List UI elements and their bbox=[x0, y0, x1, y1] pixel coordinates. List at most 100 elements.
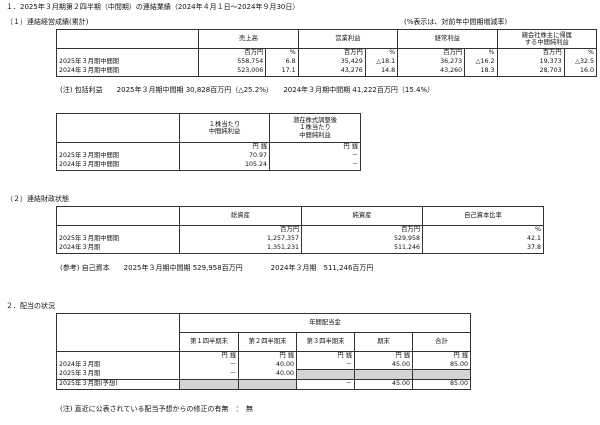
cell-total-shaded bbox=[412, 369, 471, 380]
table-row: 2025年３月期中間期 70.97 － bbox=[56, 151, 361, 161]
cell-total: 85.00 bbox=[412, 360, 471, 370]
unit-percent: % bbox=[464, 48, 498, 58]
unit-row-blank bbox=[55, 48, 200, 58]
table-row: 2025年３月期中間期 1,257,357 529,958 42.1 bbox=[56, 234, 544, 244]
cell-q1: － bbox=[179, 369, 239, 380]
header-annual-dividends: 年間配当金 bbox=[179, 313, 471, 333]
cell-total-assets: 1,257,357 bbox=[179, 234, 302, 244]
header-diluted-eps-line3: 中間純利益 bbox=[299, 131, 331, 139]
cell-net: 19,373 bbox=[496, 57, 565, 67]
dividend-revision-note: (注) 直近に公表されている配当予想からの修正の有無 ： 無 bbox=[60, 405, 253, 413]
table-row: 2025年３月期中間期 558,754 6.8 35,429 △18.1 36,… bbox=[55, 57, 598, 67]
row-label: 2024年３月期中間期 bbox=[55, 66, 200, 77]
cell-net-assets: 529,958 bbox=[301, 234, 423, 244]
unit-yen-sen: 円 銭 bbox=[412, 351, 471, 361]
unit-million-yen: 百万円 bbox=[179, 225, 302, 235]
row-label: 2025年３月期中間期 bbox=[56, 234, 180, 244]
cell-q3-shaded bbox=[296, 369, 355, 380]
financial-position-table: 総資産 純資産 自己資本比率 百万円 百万円 % 2025年３月期中間期 1,2… bbox=[56, 206, 544, 254]
row-label: 2025年３月期中間期 bbox=[55, 57, 200, 67]
operating-results-table: 売上高 営業利益 経常利益 親会社株主に帰属 する中間純利益 百万円 % 百万円… bbox=[55, 29, 598, 77]
header-sales: 売上高 bbox=[198, 29, 299, 49]
comprehensive-income-note: (注) 包括利益 2025年３月期中間期 30,828百万円（△25.2%） 2… bbox=[60, 86, 435, 94]
table-row: 2024年３月期 － 40.00 － 45.00 85.00 bbox=[56, 360, 471, 370]
cell-q1: － bbox=[179, 360, 239, 370]
unit-yen-sen: 円 銭 bbox=[354, 351, 413, 361]
dividends-table: 年間配当金 第１四半期末 第２四半期末 第３四半期末 期末 合計 円 銭 円 銭… bbox=[56, 313, 471, 390]
cell-diluted-eps: － bbox=[269, 151, 361, 161]
cell-sales: 558,754 bbox=[198, 57, 267, 67]
unit-percent: % bbox=[265, 48, 299, 58]
header-net-income-line1: 親会社株主に帰属 bbox=[521, 31, 572, 39]
unit-yen-sen: 円 銭 bbox=[269, 142, 361, 152]
cell-q3: － bbox=[296, 379, 355, 390]
cell-op: 43,276 bbox=[297, 66, 366, 77]
header-q1: 第１四半期末 bbox=[179, 332, 239, 352]
cell-diluted-eps: － bbox=[269, 160, 361, 171]
cell-equity-ratio: 37.8 bbox=[422, 243, 544, 254]
header-operating-income: 営業利益 bbox=[297, 29, 399, 49]
table-row: 2024年３月期中間期 105.24 － bbox=[56, 160, 361, 171]
cell-ord-pct: △16.2 bbox=[464, 57, 498, 67]
header-diluted-eps-line2: １株当たり bbox=[299, 124, 331, 132]
header-diluted-eps: 潜在株式調整後 １株当たり 中間純利益 bbox=[269, 113, 361, 143]
unit-yen-sen: 円 銭 bbox=[296, 351, 355, 361]
unit-percent: % bbox=[364, 48, 399, 58]
unit-million-yen: 百万円 bbox=[301, 225, 423, 235]
unit-percent: % bbox=[422, 225, 544, 235]
header-equity-ratio: 自己資本比率 bbox=[422, 206, 544, 226]
cell-ord-pct: 18.3 bbox=[464, 66, 498, 77]
cell-op: 35,429 bbox=[297, 57, 366, 67]
header-diluted-eps-line1: 潜在株式調整後 bbox=[292, 117, 338, 125]
row-label: 2024年３月期 bbox=[56, 243, 180, 254]
cell-sales: 523,006 bbox=[198, 66, 267, 77]
cell-q1-shaded bbox=[179, 379, 239, 390]
header-ordinary-income: 経常利益 bbox=[397, 29, 498, 49]
cell-ord: 36,273 bbox=[397, 57, 466, 67]
table-row: 2024年３月期中間期 523,006 17.1 43,276 14.8 43,… bbox=[55, 66, 598, 77]
header-net-income: 親会社株主に帰属 する中間純利益 bbox=[496, 29, 598, 49]
page-title: １．2025年３月期第２四半期（中間期）の連結業績（2024年４月１日～2024… bbox=[6, 3, 300, 11]
section-heading-dividends: ２．配当の状況 bbox=[6, 302, 55, 310]
cell-net-pct: 16.0 bbox=[563, 66, 598, 77]
header-net-assets: 純資産 bbox=[301, 206, 423, 226]
percent-note: (%表示は、対前年中間期増減率) bbox=[404, 18, 508, 26]
cell-q2: 40.00 bbox=[238, 369, 297, 380]
unit-row-blank bbox=[56, 142, 180, 152]
unit-yen-sen: 円 銭 bbox=[179, 142, 270, 152]
cell-net-assets: 511,246 bbox=[301, 243, 423, 254]
unit-row-blank bbox=[56, 351, 180, 361]
header-total: 合計 bbox=[412, 332, 471, 352]
header-q2: 第２四半期末 bbox=[238, 332, 297, 352]
equity-reference-note: (参考) 自己資本 2025年３月期中間期 529,958百万円 2024年３月… bbox=[60, 264, 374, 272]
cell-eps: 70.97 bbox=[179, 151, 270, 161]
cell-net: 28,703 bbox=[496, 66, 565, 77]
row-label: 2024年３月期中間期 bbox=[56, 160, 180, 171]
row-label: 2024年３月期 bbox=[56, 360, 180, 370]
cell-op-pct: 14.8 bbox=[364, 66, 399, 77]
cell-q2-shaded bbox=[238, 379, 297, 390]
cell-eps: 105.24 bbox=[179, 160, 270, 171]
header-eps: １株当たり 中間純利益 bbox=[179, 113, 270, 143]
unit-yen-sen: 円 銭 bbox=[238, 351, 297, 361]
cell-q3: － bbox=[296, 360, 355, 370]
row-label: 2025年３月期中間期 bbox=[56, 151, 180, 161]
header-total-assets: 総資産 bbox=[179, 206, 302, 226]
section-heading-operating-results: （１）連結経営成績(累計) bbox=[6, 18, 89, 26]
cell-total: 85.00 bbox=[412, 379, 471, 390]
unit-million-yen: 百万円 bbox=[198, 48, 267, 58]
cell-op-pct: △18.1 bbox=[364, 57, 399, 67]
cell-q2: 40.00 bbox=[238, 360, 297, 370]
cell-year-end-shaded bbox=[354, 369, 413, 380]
unit-million-yen: 百万円 bbox=[397, 48, 466, 58]
cell-sales-pct: 17.1 bbox=[265, 66, 299, 77]
unit-yen-sen: 円 銭 bbox=[179, 351, 239, 361]
header-blank bbox=[55, 29, 200, 49]
cell-sales-pct: 6.8 bbox=[265, 57, 299, 67]
cell-year-end: 45.00 bbox=[354, 379, 413, 390]
header-net-income-line2: する中間純利益 bbox=[524, 39, 569, 46]
eps-table: １株当たり 中間純利益 潜在株式調整後 １株当たり 中間純利益 円 銭 円 銭 … bbox=[56, 113, 361, 171]
unit-million-yen: 百万円 bbox=[496, 48, 565, 58]
table-row: 2024年３月期 1,351,231 511,246 37.8 bbox=[56, 243, 544, 254]
cell-net-pct: △32.5 bbox=[563, 57, 598, 67]
